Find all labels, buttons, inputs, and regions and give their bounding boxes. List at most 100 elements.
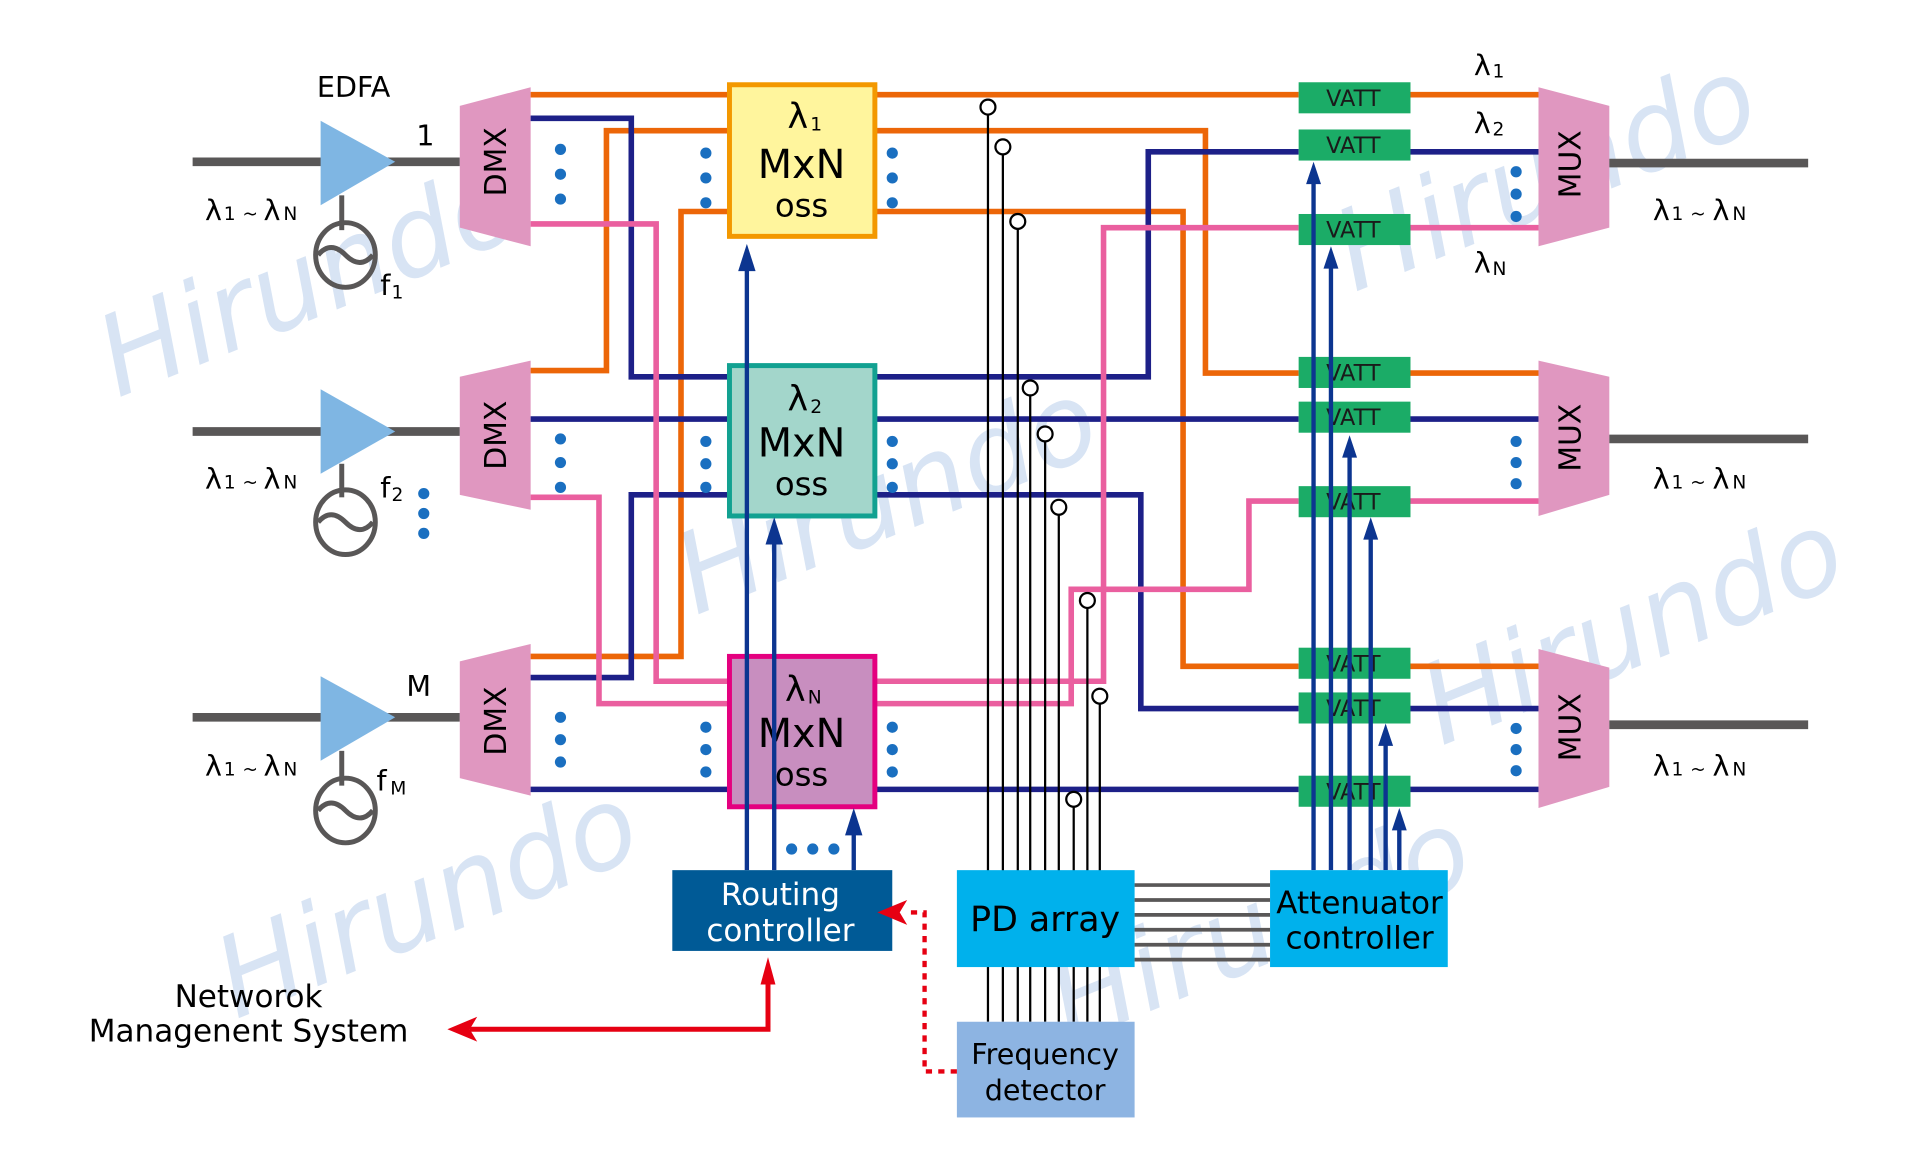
svg-text:λ: λ xyxy=(1712,749,1729,783)
vatt-2-2: VATT xyxy=(1298,401,1411,433)
svg-text:~: ~ xyxy=(242,760,258,781)
vatt-2-1: VATT xyxy=(1298,356,1411,388)
attenuator-controller: Attenuator controller xyxy=(1270,870,1448,968)
pump-frequency-label-2: f 2 xyxy=(380,470,403,506)
demux-m: DMX xyxy=(459,643,531,796)
vatt-1-n: VATT xyxy=(1298,213,1411,246)
attenuator-control-lines xyxy=(1306,161,1407,871)
svg-text:MxN: MxN xyxy=(758,420,846,466)
svg-text:λ: λ xyxy=(785,670,806,710)
edfa-amplifier-icon-m xyxy=(320,676,396,761)
svg-text:controller: controller xyxy=(706,913,854,949)
svg-text:1: 1 xyxy=(1493,61,1505,82)
svg-text:MxN: MxN xyxy=(758,711,846,757)
input-row-1: 1 λ 1 ~ λ N f 1 xyxy=(192,119,460,304)
switch-box xyxy=(726,363,878,519)
mux-shape xyxy=(1538,87,1610,247)
switch-box xyxy=(726,82,878,239)
demux-shape xyxy=(459,643,531,796)
port-label-1: 1 xyxy=(416,119,434,153)
svg-text:N: N xyxy=(283,204,297,225)
mux-label: MUX xyxy=(1554,130,1589,198)
svg-text:1: 1 xyxy=(1671,760,1683,781)
mux-shape xyxy=(1538,360,1610,516)
switch-box xyxy=(726,653,878,810)
vatt-2-n: VATT xyxy=(1298,486,1411,518)
output-2: λ 1 ~ λ N xyxy=(1609,434,1809,496)
mux-shape xyxy=(1538,648,1610,809)
pump-frequency-label-m: f M xyxy=(377,764,407,800)
more-inputs-ellipsis xyxy=(418,488,430,539)
svg-text:~: ~ xyxy=(1690,204,1706,225)
lambdaN-paths xyxy=(530,221,1539,707)
svg-text:λ: λ xyxy=(1653,749,1670,783)
nms-link-arrow xyxy=(447,957,776,1042)
svg-text:Frequency: Frequency xyxy=(971,1037,1119,1071)
svg-text:VATT: VATT xyxy=(1326,361,1381,387)
svg-text:N: N xyxy=(808,688,822,709)
frequency-feedback-arrow xyxy=(877,899,957,1074)
pd-to-attenuator-bus xyxy=(1134,883,1271,962)
demux-1: DMX xyxy=(459,87,531,247)
svg-text:1: 1 xyxy=(224,204,236,225)
pump-source-icon-m xyxy=(313,775,378,846)
oss-switch-lambdaN: λ N MxN oss xyxy=(726,653,878,810)
demux-label: DMX xyxy=(479,401,514,470)
svg-text:Attenuator: Attenuator xyxy=(1276,886,1443,922)
svg-text:λ: λ xyxy=(788,379,809,419)
mux-channel-label-n: λ N xyxy=(1474,245,1507,279)
edfa-amplifier-icon-2 xyxy=(320,389,396,474)
demux-shape xyxy=(459,87,531,247)
svg-text:λ: λ xyxy=(1712,193,1729,227)
svg-text:2: 2 xyxy=(810,397,822,418)
edfa-amplifier-icon-1 xyxy=(320,120,396,206)
input-wavelengths-2: λ 1 ~ λ N xyxy=(205,462,297,496)
svg-text:λ: λ xyxy=(1474,48,1491,82)
mux-channel-ellipsis xyxy=(1510,166,1522,777)
svg-text:~: ~ xyxy=(242,473,258,494)
demux-shape xyxy=(459,360,531,510)
svg-text:N: N xyxy=(283,473,297,494)
frequency-detector: Frequency detector xyxy=(956,1021,1135,1118)
svg-text:PD array: PD array xyxy=(970,900,1120,940)
svg-text:Managenent System: Managenent System xyxy=(89,1014,409,1050)
svg-text:oss: oss xyxy=(775,465,828,503)
svg-text:λ: λ xyxy=(263,462,280,496)
demux-label: DMX xyxy=(479,686,514,755)
port-label-m: M xyxy=(406,669,431,703)
input-row-m: M λ 1 ~ λ N f M xyxy=(192,669,460,846)
switch-port-ellipsis xyxy=(700,147,898,778)
svg-text:f: f xyxy=(380,268,391,302)
svg-text:N: N xyxy=(283,760,297,781)
svg-text:λ: λ xyxy=(263,193,280,227)
mux-2: MUX xyxy=(1538,360,1610,516)
svg-text:VATT: VATT xyxy=(1326,86,1381,112)
svg-text:1: 1 xyxy=(224,473,236,494)
svg-text:2: 2 xyxy=(391,485,403,506)
demux-label: DMX xyxy=(479,127,514,196)
svg-text:λ: λ xyxy=(1474,245,1491,279)
svg-text:M: M xyxy=(390,778,406,799)
pd-array: PD array xyxy=(956,870,1135,968)
svg-text:λ: λ xyxy=(1474,106,1491,140)
svg-text:oss: oss xyxy=(775,186,828,224)
mux-1: MUX xyxy=(1538,87,1610,247)
svg-text:controller: controller xyxy=(1285,920,1433,956)
mux-label: MUX xyxy=(1554,404,1589,472)
svg-text:2: 2 xyxy=(1493,120,1505,141)
mux-channel-label-1: λ 1 xyxy=(1474,48,1505,82)
svg-text:~: ~ xyxy=(1690,473,1706,494)
edfa-label: EDFA xyxy=(317,70,391,104)
vatt-1-1: VATT xyxy=(1298,82,1411,114)
routing-control-lines xyxy=(738,243,863,871)
pump-source-icon-2 xyxy=(313,487,378,557)
svg-text:λ: λ xyxy=(205,193,222,227)
svg-text:1: 1 xyxy=(1671,204,1683,225)
svg-text:N: N xyxy=(1732,204,1746,225)
svg-text:λ: λ xyxy=(205,749,222,783)
network-management-system: Networok Managenent System xyxy=(89,979,409,1050)
svg-text:λ: λ xyxy=(205,462,222,496)
input-wavelengths-1: λ 1 ~ λ N xyxy=(205,193,297,227)
pump-frequency-label-1: f 1 xyxy=(380,268,403,304)
lambda2-paths xyxy=(530,115,1539,793)
